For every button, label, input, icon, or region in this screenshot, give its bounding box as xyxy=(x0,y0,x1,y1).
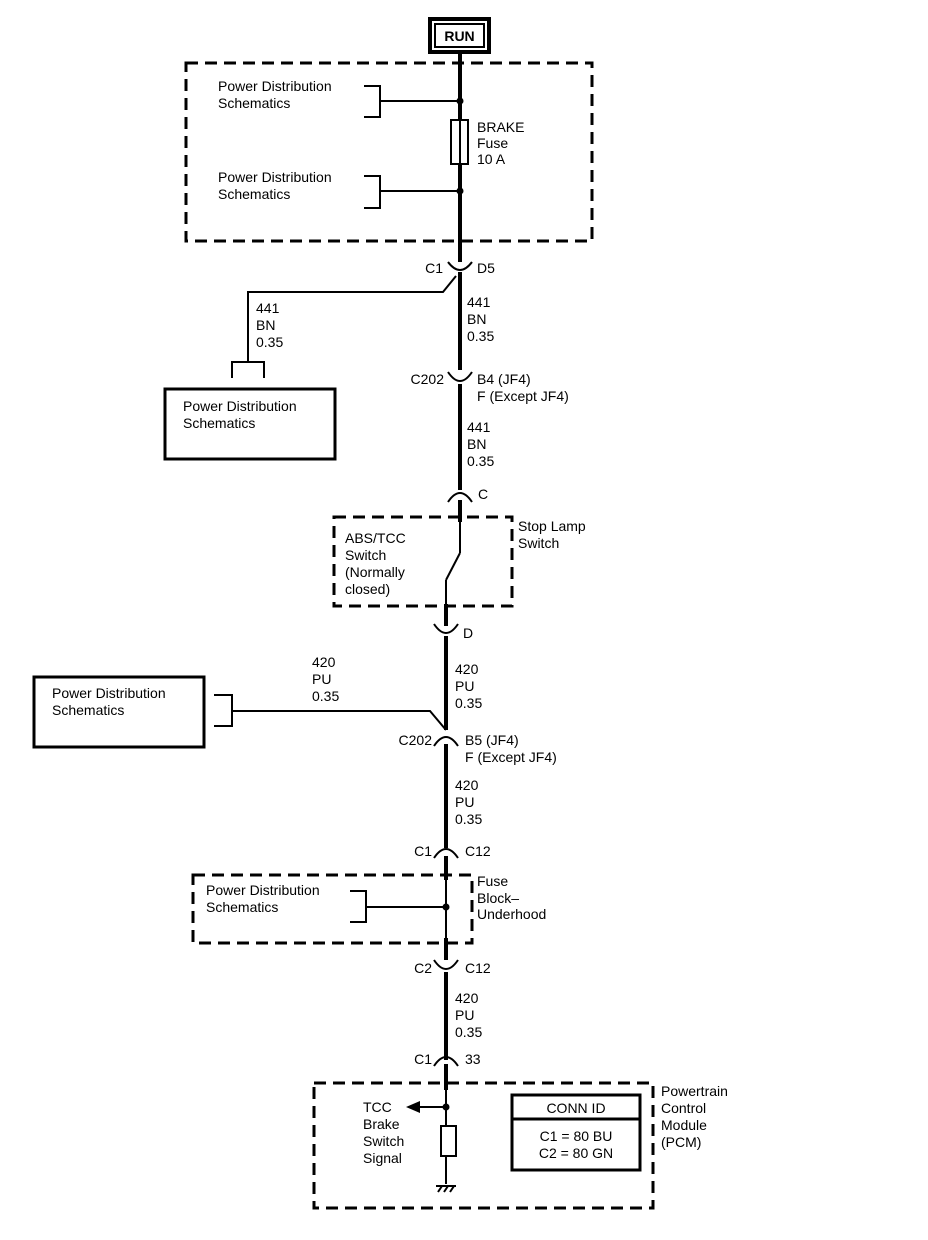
wire-441-circuit-1: 441 xyxy=(467,294,491,310)
pcm-box xyxy=(312,1081,655,1210)
conn-c12-label-1: C12 xyxy=(465,843,491,859)
conn-c2-label: C2 xyxy=(414,960,432,976)
branch-wire-441 xyxy=(247,275,457,362)
wire-420-size-2: 0.35 xyxy=(455,811,482,827)
abs-tcc-label-1: ABS/TCC xyxy=(345,530,406,546)
run-label: RUN xyxy=(444,28,474,44)
connector-c2-c12 xyxy=(433,959,459,970)
power-dist-box2-line1: Power Distribution xyxy=(52,685,166,701)
power-dist-box1-line1: Power Distribution xyxy=(183,398,297,414)
fuse-block-label-1: Fuse xyxy=(477,873,508,889)
conn-c202-label-1: C202 xyxy=(411,371,445,387)
abs-tcc-label-4: closed) xyxy=(345,581,390,597)
connector-pin-d xyxy=(433,623,459,634)
conn-b5-label: B5 (JF4) xyxy=(465,732,519,748)
pcm-label-1: Powertrain xyxy=(661,1083,728,1099)
connector-c1-d5 xyxy=(447,261,473,271)
wire-441-color-2: BN xyxy=(467,436,486,452)
fuse-block-label-2: Block– xyxy=(477,890,519,906)
pcm-label-2: Control xyxy=(661,1100,706,1116)
conn-id-c2: C2 = 80 GN xyxy=(539,1145,613,1161)
wire-420-circuit-3: 420 xyxy=(455,990,479,1006)
power-dist-box1-line2: Schematics xyxy=(183,415,255,431)
conn-d5-label: D5 xyxy=(477,260,495,276)
power-dist-label-1b: Schematics xyxy=(218,95,290,111)
wire-441-color-1: BN xyxy=(467,311,486,327)
conn-id-table xyxy=(510,1093,642,1172)
tcc-signal-label-1: TCC xyxy=(363,1099,392,1115)
pcm-label-4: (PCM) xyxy=(661,1134,701,1150)
tcc-signal-label-4: Signal xyxy=(363,1150,402,1166)
power-dist-fb-line1: Power Distribution xyxy=(206,882,320,898)
conn-f-except-2: F (Except JF4) xyxy=(465,749,557,765)
fuse-block-label-3: Underhood xyxy=(477,906,546,922)
power-dist-bracket-1 xyxy=(364,85,381,118)
branch-420-size: 0.35 xyxy=(312,688,339,704)
wire-420-size-3: 0.35 xyxy=(455,1024,482,1040)
wire-441-circuit-2: 441 xyxy=(467,419,491,435)
fuse-block-underhood-box xyxy=(191,873,474,945)
fuse-label-2: Fuse xyxy=(477,135,508,151)
wire-441-size-2: 0.35 xyxy=(467,453,494,469)
wire-420-color-1: PU xyxy=(455,678,474,694)
branch-441-color: BN xyxy=(256,317,275,333)
abs-tcc-label-2: Switch xyxy=(345,547,386,563)
wire-420-circuit-1: 420 xyxy=(455,661,479,677)
wire-420-color-3: PU xyxy=(455,1007,474,1023)
connector-pin-c xyxy=(447,492,473,503)
stop-lamp-label-1: Stop Lamp xyxy=(518,518,586,534)
power-dist-label-2a: Power Distribution xyxy=(218,169,332,185)
branch-441-circuit: 441 xyxy=(256,300,280,316)
conn-c12-label-2: C12 xyxy=(465,960,491,976)
power-dist-box2-line2: Schematics xyxy=(52,702,124,718)
abs-tcc-label-3: (Normally xyxy=(345,564,405,580)
stop-lamp-label-2: Switch xyxy=(518,535,559,551)
wire-420-circuit-2: 420 xyxy=(455,777,479,793)
connector-c202-b5 xyxy=(433,736,459,747)
fuse-block-dashed-area xyxy=(184,61,594,243)
conn-f-except-1: F (Except JF4) xyxy=(477,388,569,404)
power-dist-label-1a: Power Distribution xyxy=(218,78,332,94)
conn-id-c1: C1 = 80 BU xyxy=(540,1128,613,1144)
connector-c202-b4 xyxy=(447,371,473,382)
branch-wire-420 xyxy=(232,710,447,731)
power-dist-box-left-1 xyxy=(163,387,337,461)
conn-c202-label-2: C202 xyxy=(399,732,433,748)
branch-441-size: 0.35 xyxy=(256,334,283,350)
conn-pin-c-label: C xyxy=(478,486,488,502)
conn-id-title: CONN ID xyxy=(546,1100,605,1116)
conn-c1-label: C1 xyxy=(425,260,443,276)
fuse-label-1: BRAKE xyxy=(477,119,524,135)
power-dist-fb-line2: Schematics xyxy=(206,899,278,915)
connector-c1-33 xyxy=(433,1056,459,1067)
conn-c1-label-3: C1 xyxy=(414,1051,432,1067)
fuse-label-3: 10 A xyxy=(477,151,506,167)
signal-arrow-icon xyxy=(406,1101,420,1113)
conn-b4-label: B4 (JF4) xyxy=(477,371,531,387)
connector-c1-c12 xyxy=(433,848,459,859)
wire-441-size-1: 0.35 xyxy=(467,328,494,344)
tcc-signal-label-2: Brake xyxy=(363,1116,400,1132)
conn-c1-label-2: C1 xyxy=(414,843,432,859)
power-dist-box-left-2 xyxy=(32,675,206,749)
power-dist-bracket-2 xyxy=(364,175,381,209)
wire-420-color-2: PU xyxy=(455,794,474,810)
pull-down-resistor xyxy=(440,1125,457,1157)
wire-420-size-1: 0.35 xyxy=(455,695,482,711)
pcm-label-3: Module xyxy=(661,1117,707,1133)
switch-contact xyxy=(445,552,461,581)
tcc-signal-label-3: Switch xyxy=(363,1133,404,1149)
conn-33-label: 33 xyxy=(465,1051,481,1067)
power-dist-label-2b: Schematics xyxy=(218,186,290,202)
conn-pin-d-label: D xyxy=(463,625,473,641)
branch-420-color: PU xyxy=(312,671,331,687)
branch-420-circuit: 420 xyxy=(312,654,336,670)
